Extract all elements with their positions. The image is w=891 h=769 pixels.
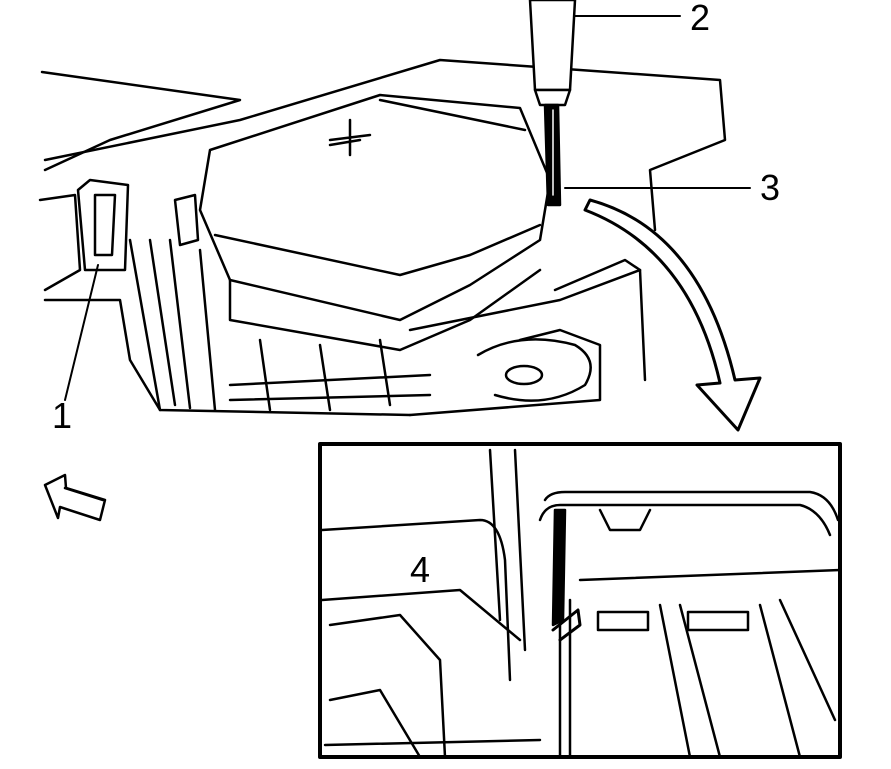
callout-1: 1 xyxy=(52,395,73,436)
callout-4: 4 xyxy=(410,549,431,590)
callout-2: 2 xyxy=(690,0,711,38)
curved-arrow-icon xyxy=(583,198,762,432)
housing xyxy=(38,58,727,417)
callout-3: 3 xyxy=(760,167,781,208)
fuse-box-cover xyxy=(198,93,552,352)
detail-inset xyxy=(318,442,842,759)
front-direction-arrow-icon xyxy=(43,473,107,522)
latch xyxy=(76,178,200,272)
screwdriver xyxy=(528,0,577,207)
